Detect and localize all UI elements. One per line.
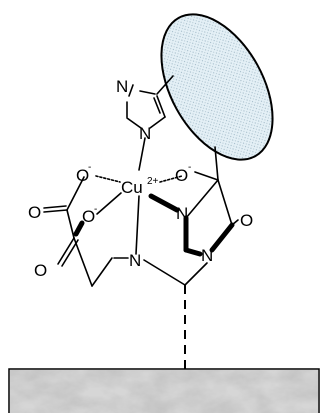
protein-ellipse-icon (160, 13, 274, 161)
o-left-upper-charge: - (88, 162, 91, 173)
surface-block (8, 368, 320, 413)
atom-o-left-mid: O (82, 207, 95, 226)
bond-network (43, 75, 239, 287)
atom-n-bridge: N (201, 246, 213, 265)
atom-n-imidazole-top: N (116, 77, 128, 96)
o-right-upper-charge: - (188, 162, 191, 173)
o-left-mid-charge: - (94, 204, 97, 215)
atom-o-carbonyl-left-upper: O (28, 203, 41, 222)
atom-o-carbonyl-left-lower: O (34, 261, 47, 280)
atom-copper: Cu (121, 178, 143, 197)
atom-n-right: N (176, 204, 188, 223)
atom-n-amine: N (129, 251, 141, 270)
atom-labels: N N Cu 2+ O - O - O - N O O O N N (28, 77, 253, 280)
stone-surface-texture-icon (10, 370, 318, 413)
atom-n-imidazole-bottom: N (139, 124, 151, 143)
copper-charge: 2+ (147, 176, 159, 187)
atom-o-right-upper: O (175, 166, 188, 185)
atom-o-left-upper: O (76, 166, 89, 185)
atom-o-right-carbonyl: O (240, 211, 253, 230)
